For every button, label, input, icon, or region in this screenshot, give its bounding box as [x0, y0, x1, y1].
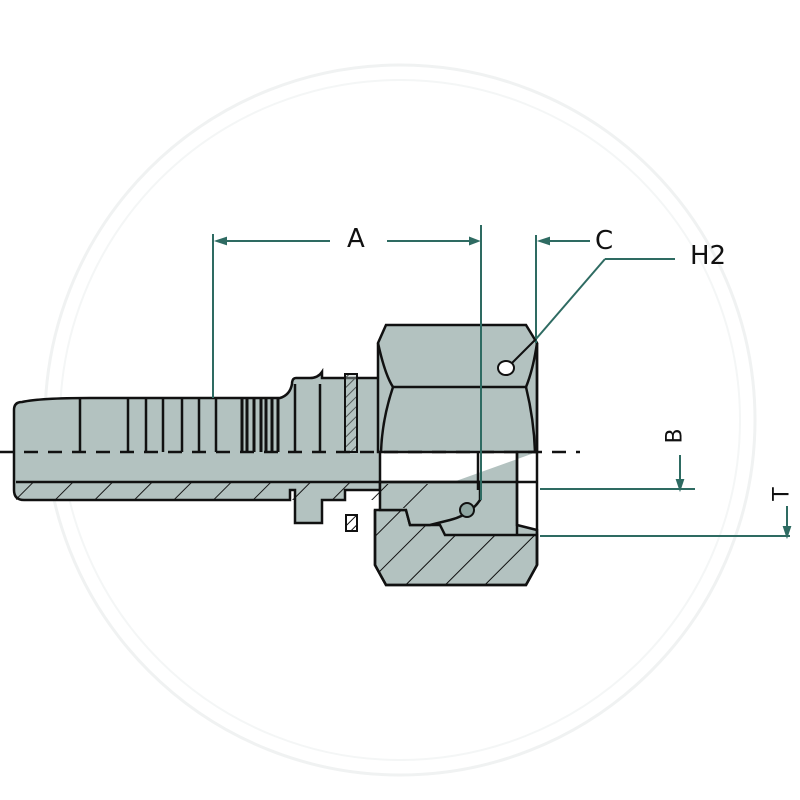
dimension-label-h2: H2	[690, 241, 727, 271]
dimension-label-c: C	[595, 226, 614, 256]
dimension-label-t: T	[769, 487, 795, 501]
swivel-nut	[373, 323, 539, 587]
dimension-lines	[212, 225, 792, 540]
dimension-label-a: A	[347, 224, 365, 254]
hose-tail	[12, 367, 382, 525]
snap-ring	[344, 373, 358, 532]
dimension-label-b: B	[662, 428, 688, 444]
